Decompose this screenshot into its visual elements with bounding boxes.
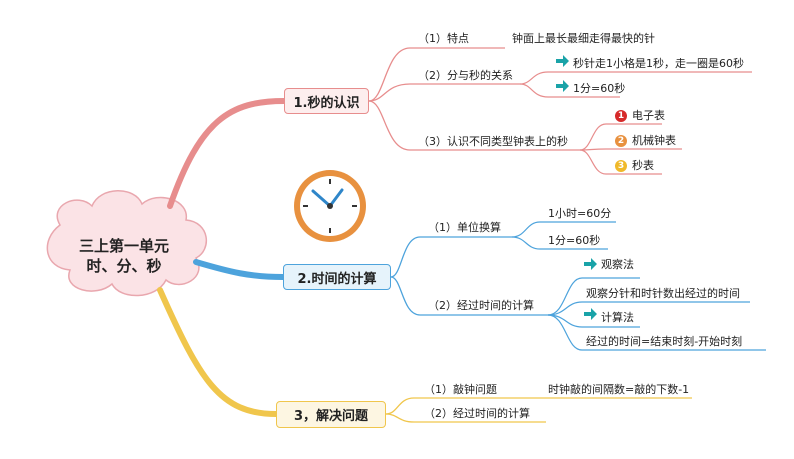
branch3-node[interactable]: 3，解决问题: [276, 401, 386, 428]
b1-item3-sub3: 秒表: [632, 159, 654, 172]
b2-item2-sub1: 观察法: [601, 258, 634, 271]
clock-icon: [294, 170, 366, 242]
b1-item3-sub2: 机械钟表: [632, 134, 676, 147]
number-badge-1: 1: [615, 110, 627, 122]
b3-item2-label: （2）经过时间的计算: [424, 407, 530, 420]
number-badge-3: 3: [615, 160, 627, 172]
arrow-icon: [556, 80, 569, 92]
branch1-node[interactable]: 1.秒的认识: [284, 88, 369, 114]
b2-item2-sub3: 计算法: [601, 311, 634, 324]
b2-item1-label: （1）单位换算: [428, 221, 501, 234]
b1-item2-sub2: 1分=60秒: [573, 82, 626, 95]
number-badge-2: 2: [615, 135, 627, 147]
arrow-icons: [556, 55, 597, 320]
b3-item1-label: （1）敲钟问题: [424, 383, 497, 396]
center-topic: 三上第一单元 时、分、秒: [64, 236, 184, 276]
b2-item1-sub2: 1分=60秒: [548, 234, 601, 247]
b1-item1-value: 钟面上最长最细走得最快的针: [512, 32, 655, 45]
b2-item1-sub1: 1小时=60分: [548, 207, 612, 220]
center-title-line1: 三上第一单元: [78, 237, 169, 255]
branch2-node[interactable]: 2.时间的计算: [283, 264, 391, 290]
center-title-line2: 时、分、秒: [86, 257, 162, 275]
b1-item3-sub1: 电子表: [632, 109, 665, 122]
b1-item2-label: （2）分与秒的关系: [418, 69, 513, 82]
b1-item2-sub1: 秒针走1小格是1秒，走一圈是60秒: [573, 57, 744, 70]
b2-item2-label: （2）经过时间的计算: [428, 299, 534, 312]
b3-item1-value: 时钟敲的间隔数=敲的下数-1: [548, 383, 690, 396]
b1-item3-label: （3）认识不同类型钟表上的秒: [418, 135, 568, 148]
arrow-icon: [584, 308, 597, 320]
arrow-icon: [584, 258, 597, 270]
center-cloud: [46, 190, 208, 297]
arrow-icon: [556, 55, 569, 67]
b2-item2-sub4: 经过的时间=结束时刻-开始时刻: [586, 335, 743, 348]
b1-item1-label: （1）特点: [418, 32, 469, 45]
b2-item2-sub2: 观察分针和时针数出经过的时间: [586, 287, 740, 300]
